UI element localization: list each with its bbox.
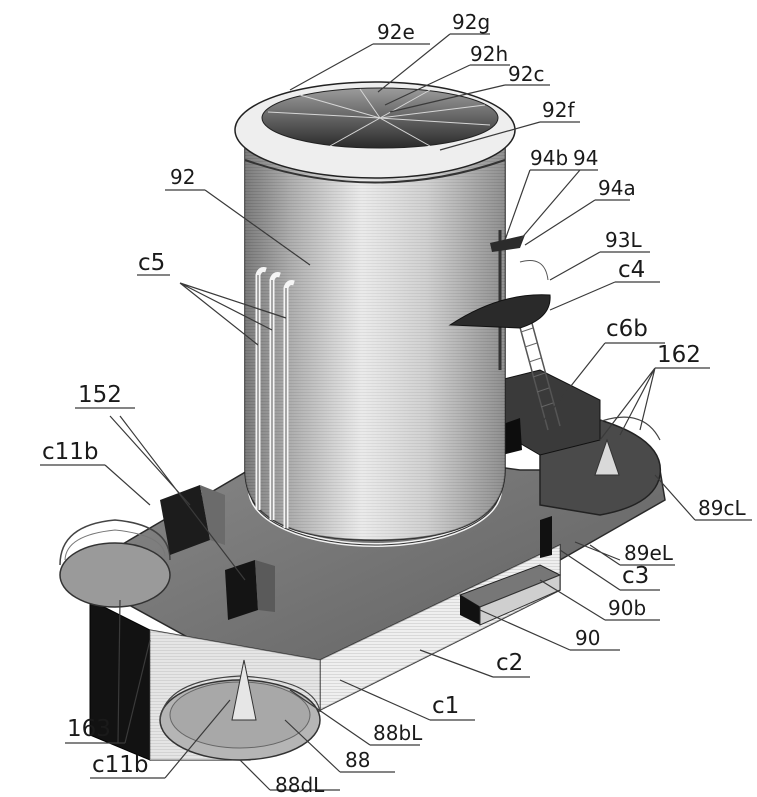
label-92f: 92f bbox=[542, 98, 575, 122]
label-c11b-bottom: c11b bbox=[92, 752, 149, 778]
platform-c4 bbox=[448, 294, 551, 329]
label-92e: 92e bbox=[377, 20, 415, 44]
label-88: 88 bbox=[345, 748, 371, 772]
leader-lines bbox=[40, 33, 752, 791]
label-90b: 90b bbox=[608, 596, 647, 620]
label-88bL: 88bL bbox=[373, 721, 423, 745]
platform-94 bbox=[490, 235, 525, 252]
label-92g: 92g bbox=[452, 10, 491, 34]
label-94a: 94a bbox=[598, 176, 636, 200]
vertical-pipes bbox=[255, 267, 295, 528]
box-152 bbox=[160, 485, 210, 555]
label-93L: 93L bbox=[605, 228, 642, 252]
label-92c: 92c bbox=[508, 62, 545, 86]
label-c4: c4 bbox=[618, 257, 646, 283]
label-88dL: 88dL bbox=[275, 773, 325, 797]
label-90: 90 bbox=[575, 626, 601, 650]
label-92h: 92h bbox=[470, 42, 509, 66]
tank-top-spokes bbox=[267, 88, 491, 147]
label-89cL: 89cL bbox=[698, 496, 746, 520]
box-center bbox=[225, 560, 258, 620]
label-c11b-top: c11b bbox=[42, 439, 99, 465]
label-92: 92 bbox=[170, 165, 196, 189]
label-c2: c2 bbox=[496, 650, 524, 676]
box-right bbox=[540, 516, 552, 558]
label-c1: c1 bbox=[432, 693, 460, 719]
label-94: 94 bbox=[573, 146, 599, 170]
left-round-platform bbox=[59, 542, 171, 608]
label-c5: c5 bbox=[138, 250, 166, 276]
label-152: 152 bbox=[78, 382, 122, 408]
label-89eL: 89eL bbox=[624, 541, 673, 565]
label-163: 163 bbox=[67, 716, 111, 742]
label-c6b: c6b bbox=[606, 316, 648, 342]
label-162: 162 bbox=[657, 342, 701, 368]
label-94b: 94b bbox=[530, 146, 569, 170]
ladder bbox=[517, 315, 561, 431]
label-c3: c3 bbox=[622, 563, 650, 589]
